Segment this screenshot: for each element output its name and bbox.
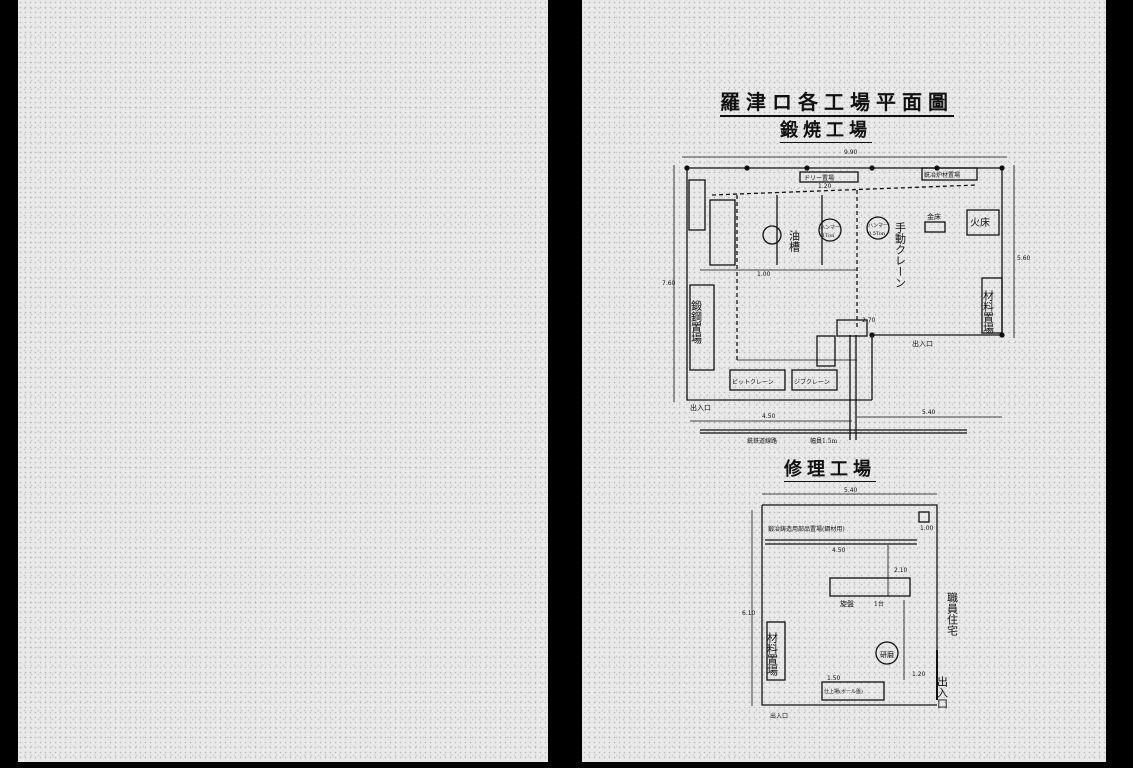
label-anvil: 金床 xyxy=(927,212,941,221)
repair-dim-left: 6.10 xyxy=(742,610,756,617)
label-hammer-1: ハンマー xyxy=(820,225,840,231)
floor-plans: 9.90 7.60 5.60 4.50 5.40 1.20 1.00 2.70 … xyxy=(662,149,1031,720)
repair-dim-inner: 4.50 xyxy=(832,547,846,554)
label-pit-crane: ピットクレーン xyxy=(732,379,774,386)
dim-top: 9.90 xyxy=(844,149,858,156)
dim-right: 5.60 xyxy=(1017,255,1031,262)
dim-inner-1: 1.20 xyxy=(818,183,832,190)
repair-shop-heading: 修理工場 xyxy=(784,455,876,482)
label-repair-entrance-bottom: 出入口 xyxy=(770,712,788,720)
dim-bottom-right: 5.40 xyxy=(922,409,936,416)
repair-dim-office: 1.50 xyxy=(827,675,841,682)
label-road-note: 幅員1.5m xyxy=(810,437,838,445)
document-title: 羅津ロ各工場平面圖 xyxy=(720,86,954,117)
label-hammer-1-num: 1Ton xyxy=(822,233,835,239)
label-hammer-2-num: 0.5Ton xyxy=(868,231,886,237)
label-forge-storage: 鍛鋼置場 xyxy=(690,299,703,345)
repair-dim-machine: 1.20 xyxy=(912,671,926,678)
label-entrance-left: 出入口 xyxy=(690,403,711,412)
label-entrance-right: 出入口 xyxy=(912,339,933,348)
left-page xyxy=(18,0,548,762)
label-road: 銑鉄道線路 xyxy=(747,437,777,445)
dim-bottom-left: 4.50 xyxy=(762,413,776,420)
label-annealing-storage: 銑冶炉材置場 xyxy=(924,171,960,179)
dim-inner-2: 1.00 xyxy=(757,271,771,278)
label-repair-entrance-right: 出入口 xyxy=(936,675,949,709)
paper-texture xyxy=(18,0,548,762)
label-housing: 職員住宅 xyxy=(946,592,959,636)
paper-texture xyxy=(582,0,1106,762)
label-repair-material-storage: 材料置場 xyxy=(766,631,779,677)
label-repair-office: 仕上場(ボール盤) xyxy=(824,688,863,695)
label-oil-tank: 油槽 xyxy=(788,229,801,253)
dim-left: 7.60 xyxy=(662,280,676,287)
repair-dim-top: 5.40 xyxy=(844,487,858,494)
label-workbench-num: 1台 xyxy=(874,600,884,608)
repair-dim-bench: 2.10 xyxy=(894,567,908,574)
label-hammer-2: ハンマー xyxy=(868,223,888,229)
forge-shop-heading: 鍛焼工場 xyxy=(780,116,872,143)
label-jib-crane: ジブクレーン xyxy=(794,378,830,386)
label-material-storage: 材料置場 xyxy=(982,289,995,335)
label-workbench: 旋盤 xyxy=(840,599,854,608)
label-drill-storage: ドリー置場 xyxy=(804,174,834,182)
repair-shop-plan xyxy=(751,493,938,706)
label-machine: 研磨 xyxy=(880,650,894,659)
forge-shop-plan xyxy=(673,156,1015,440)
dim-inner-3: 2.70 xyxy=(862,317,876,324)
label-fire-store: 火床 xyxy=(970,216,990,229)
right-page: 羅津ロ各工場平面圖 鍛焼工場 修理工場 xyxy=(582,0,1106,762)
repair-dim-corner: 1.00 xyxy=(920,525,934,532)
label-repair-storage-top: 鍛冶鋳造用部品置場(鋼材用) xyxy=(768,525,845,533)
label-hand-crane: 手動クレーン xyxy=(894,221,907,288)
